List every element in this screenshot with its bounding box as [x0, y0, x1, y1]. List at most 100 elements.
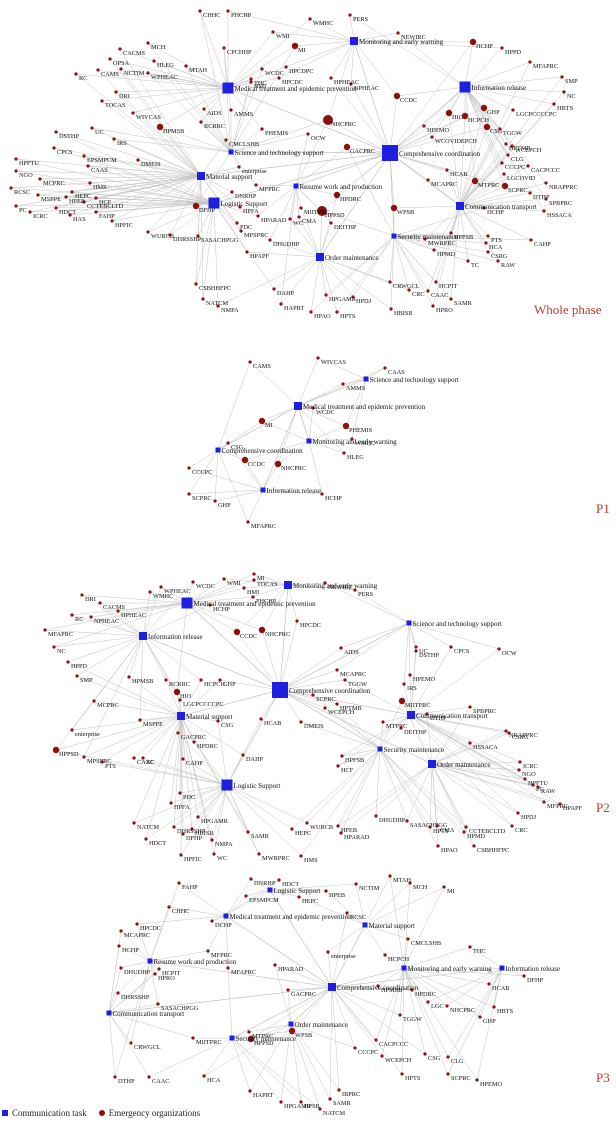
edge [353, 40, 503, 49]
edge [403, 967, 490, 985]
org-node-hbts [552, 102, 556, 106]
edge [295, 185, 302, 209]
edge [310, 256, 321, 313]
edge [295, 119, 329, 187]
edge [230, 151, 257, 186]
org-label: MIITPRC [196, 1039, 222, 1046]
task-node [428, 760, 436, 768]
edge [195, 175, 202, 207]
org-node-newirc [323, 581, 327, 585]
org-node-cmclshb [224, 138, 228, 142]
edge [403, 967, 448, 1007]
edge [377, 967, 405, 987]
org-node-mtprc [247, 1030, 251, 1034]
edge [99, 602, 144, 637]
org-label: MTAH [393, 877, 411, 884]
org-node-dfhp [192, 202, 200, 210]
edge [44, 629, 144, 637]
edge [202, 202, 215, 300]
org-label: CSG [231, 444, 244, 451]
edge [459, 180, 476, 207]
legend-org-label: Emergency organizations [108, 1108, 201, 1118]
org-node-cma [435, 824, 439, 828]
org-node-wmhc [350, 437, 354, 441]
edge [250, 878, 271, 891]
org-label: DHUDHP [124, 969, 151, 976]
edge [147, 42, 232, 153]
edge [186, 602, 281, 691]
org-node-hssaca [542, 209, 546, 213]
org-label: WCDC [316, 409, 335, 416]
task-label: Resume work and production [154, 958, 237, 966]
org-label: HPMD [467, 833, 486, 840]
org-label: MFAPRC [48, 631, 73, 638]
org-label: WCDC [265, 70, 284, 77]
org-label: DRI [119, 93, 130, 100]
org-node-nrapprc [544, 181, 548, 185]
org-label: TC [471, 262, 479, 269]
edges-whole [10, 10, 565, 313]
org-node-aids [339, 646, 343, 650]
org-node-hssaca [468, 741, 472, 745]
org-node-dmeis [136, 158, 140, 162]
org-label: SMP [80, 677, 93, 684]
org-label: CCCPC [505, 164, 525, 171]
task-node [328, 983, 336, 991]
task-label: Comprehensive coordination [222, 447, 304, 455]
org-node-nc [52, 645, 56, 649]
org-node-dhudhp [119, 966, 123, 970]
org-label: HPPSD [59, 751, 79, 758]
org-label: HPEMO [480, 1081, 502, 1088]
org-label: DEITHP [404, 729, 427, 736]
edge [319, 152, 391, 258]
org-node-wurcb [146, 230, 150, 234]
task-label: Communication transport [416, 712, 488, 720]
panel-p1: P1 CAMSWIVCASAMMSCAASWCDCMIPHEMISWMHCHLE… [187, 356, 610, 530]
edge [295, 185, 323, 212]
org-label: CAMS [253, 363, 271, 370]
org-node-hpemo [422, 124, 426, 128]
org-node-hpmd [432, 248, 436, 252]
edge [408, 622, 411, 676]
org-label: FAHP [182, 884, 198, 891]
org-node-caas [86, 164, 90, 168]
edge [83, 155, 202, 177]
org-node-cctebcltd [464, 825, 468, 829]
task-node [288, 1021, 294, 1027]
org-node-hpsb [299, 1100, 303, 1104]
org-label: HCPIT [439, 283, 457, 290]
org-label: HMS [93, 184, 107, 191]
edge [185, 65, 229, 89]
org-node-hdct [277, 878, 281, 882]
edge [170, 784, 228, 804]
org-label: HPDRC [340, 196, 361, 203]
edge [200, 139, 227, 177]
org-label: MFAPRC [231, 969, 256, 976]
edge [148, 1037, 233, 1078]
edge [393, 232, 452, 237]
edge [230, 45, 296, 153]
org-node-tc [466, 259, 470, 263]
edge [393, 235, 469, 262]
edge [219, 679, 281, 691]
edge [393, 235, 434, 307]
org-label: NPHEAC [94, 618, 119, 625]
edge [331, 967, 503, 988]
org-node-hpeb [324, 889, 328, 893]
edge [136, 915, 227, 925]
edge [186, 602, 238, 633]
org-label: CRWGCL [134, 1044, 161, 1051]
edge [213, 784, 228, 855]
edge [330, 77, 391, 154]
edge [446, 967, 503, 1007]
edge [331, 986, 340, 1091]
edge [308, 425, 347, 442]
edge [501, 967, 525, 977]
edge [199, 10, 229, 89]
org-label: HPDJ [521, 814, 537, 821]
org-label: NGO [19, 172, 33, 179]
org-node-ghp [218, 678, 222, 682]
org-label: SAMR [251, 833, 270, 840]
edge [145, 784, 228, 840]
edge [290, 1023, 356, 1049]
